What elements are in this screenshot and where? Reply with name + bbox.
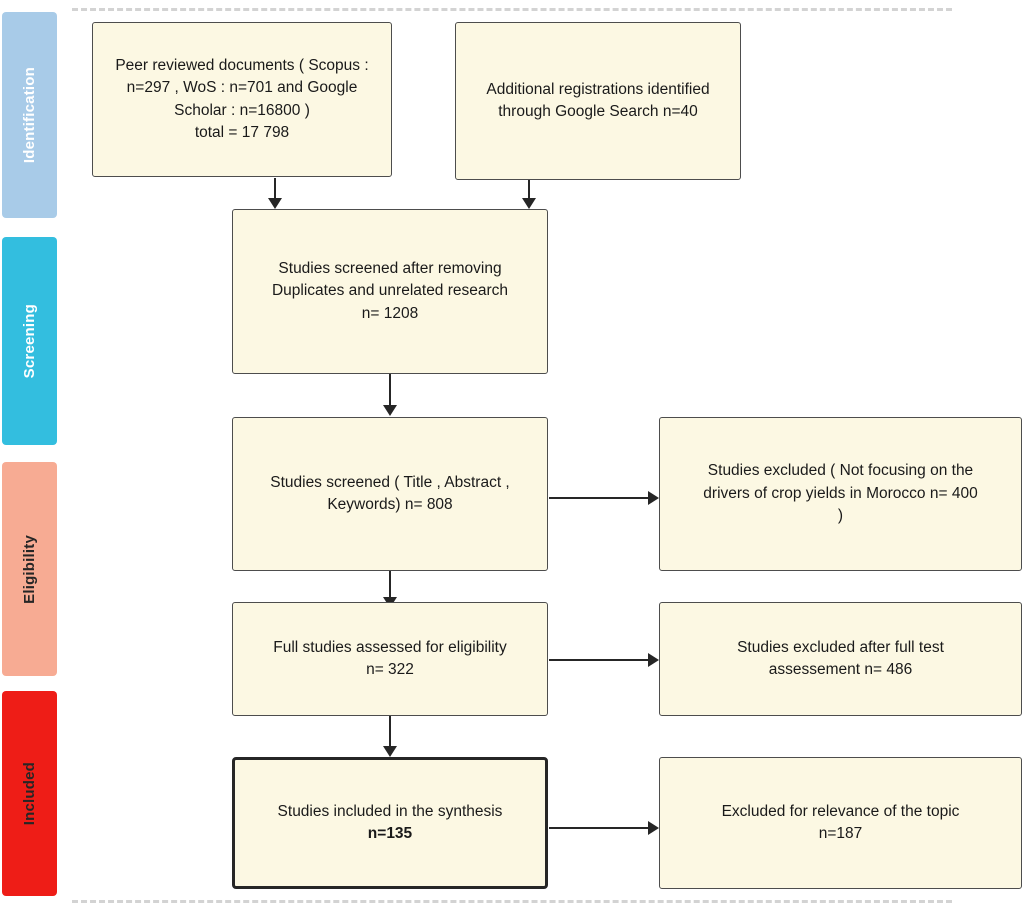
stage-label-identification: Identification [21, 66, 38, 164]
arrowhead-fulltext-to-included [383, 746, 397, 757]
arrowhead-screened-to-tak [383, 405, 397, 416]
arrowhead-fulltext-to-excluded-fulltext [648, 653, 659, 667]
stage-bar-included: Included [2, 691, 57, 896]
node-full-studies-eligibility-text: Full studies assessed for eligibility n=… [273, 638, 507, 678]
bottom-dashed-divider [72, 900, 952, 903]
stage-bar-identification: Identification [2, 12, 57, 218]
node-studies-included-count: n=135 [367, 825, 413, 842]
arrowhead-identified-to-screened [268, 198, 282, 209]
arrowhead-tak-to-excluded-scope [648, 491, 659, 505]
node-studies-excluded-fulltext-text: Studies excluded after full test assesse… [737, 638, 944, 678]
node-after-duplicates-removed[interactable]: Studies screened after removing Duplicat… [232, 209, 548, 374]
node-studies-excluded-scope-text: Studies excluded ( Not focusing on the d… [703, 462, 978, 525]
node-additional-registrations-text: Additional registrations identified thro… [486, 80, 710, 120]
connector-included-to-excluded-relevance [549, 827, 654, 829]
connector-identified-to-screened [274, 178, 276, 201]
node-excluded-relevance[interactable]: Excluded for relevance of the topic n=18… [659, 757, 1022, 889]
node-studies-included-text: Studies included in the synthesis [277, 802, 503, 820]
top-dashed-divider [72, 8, 952, 11]
node-studies-screened-tak-text: Studies screened ( Title , Abstract , Ke… [270, 473, 510, 513]
node-additional-registrations[interactable]: Additional registrations identified thro… [455, 22, 741, 180]
connector-tak-to-fulltext [389, 571, 391, 600]
node-studies-excluded-scope[interactable]: Studies excluded ( Not focusing on the d… [659, 417, 1022, 571]
node-excluded-relevance-text: Excluded for relevance of the topic n=18… [721, 802, 960, 842]
node-studies-included-wrap: Studies included in the synthesis n=135 [245, 801, 535, 846]
connector-fulltext-to-included [389, 716, 391, 746]
connector-screened-to-tak [389, 374, 391, 408]
node-studies-included[interactable]: Studies included in the synthesis n=135 [232, 757, 548, 889]
node-after-duplicates-removed-text: Studies screened after removing Duplicat… [271, 259, 509, 322]
node-studies-screened-tak[interactable]: Studies screened ( Title , Abstract , Ke… [232, 417, 548, 571]
stage-label-screening: Screening [21, 303, 38, 379]
stage-label-eligibility: Eligibility [21, 534, 38, 604]
connector-additional-to-screened [528, 180, 530, 201]
node-full-studies-eligibility[interactable]: Full studies assessed for eligibility n=… [232, 602, 548, 716]
node-records-identified-text: Peer reviewed documents ( Scopus : n=297… [115, 56, 369, 141]
node-records-identified[interactable]: Peer reviewed documents ( Scopus : n=297… [92, 22, 392, 177]
arrowhead-included-to-excluded-relevance [648, 821, 659, 835]
connector-fulltext-to-excluded-fulltext [549, 659, 654, 661]
arrowhead-additional-to-screened [522, 198, 536, 209]
node-studies-excluded-fulltext[interactable]: Studies excluded after full test assesse… [659, 602, 1022, 716]
stage-bar-eligibility: Eligibility [2, 462, 57, 676]
connector-tak-to-excluded-scope [549, 497, 654, 499]
stage-bar-screening: Screening [2, 237, 57, 445]
stage-label-included: Included [21, 761, 38, 826]
